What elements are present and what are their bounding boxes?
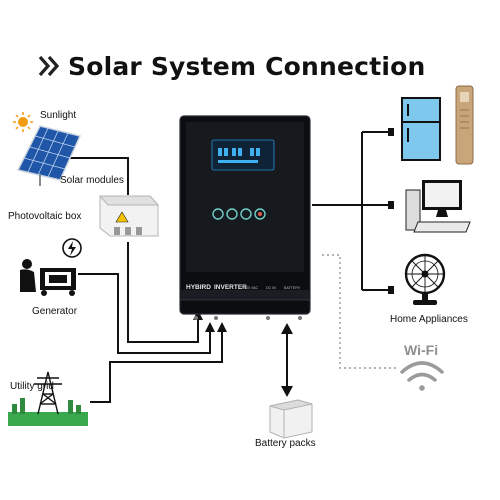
- label-wifi: Wi-Fi: [404, 342, 439, 358]
- label-generator: Generator: [32, 306, 78, 317]
- battery-icon: [269, 399, 313, 439]
- page-title: Solar System Connection: [68, 51, 426, 81]
- aircon-icon: [455, 85, 474, 165]
- line-pvbox-to-inverter: [127, 242, 199, 343]
- title-row: Solar System Connection: [22, 48, 425, 84]
- solar-panel-icon: [16, 125, 82, 186]
- inverter-badge: DC IN: [266, 286, 276, 290]
- computer-icon: [405, 180, 471, 233]
- generator-icon: [20, 238, 82, 296]
- label-utility-grid: Utility grid: [10, 381, 54, 392]
- label-photovoltaic-box: Photovoltaic box: [8, 211, 82, 222]
- inverter-badge: 400 VAC: [244, 286, 259, 290]
- arrow-head: [281, 323, 293, 334]
- inverter-brand-right: INVERTER: [214, 284, 247, 291]
- arrow-head: [281, 386, 293, 397]
- line-solar-to-pvbox: [70, 157, 129, 195]
- label-battery-packs: Battery packs: [255, 438, 316, 449]
- inverter-badge: BATTERY: [284, 286, 301, 290]
- fridge-icon: [401, 97, 441, 161]
- fan-icon: [404, 253, 446, 305]
- chevron-double-icon: [38, 55, 60, 77]
- plug-end: [388, 286, 394, 294]
- inverter-icon: [179, 115, 311, 320]
- line-grid-to-inverter: [90, 330, 223, 403]
- label-sunlight: Sunlight: [40, 110, 77, 121]
- connection-lines: [70, 131, 392, 403]
- wifi-icon: [400, 361, 444, 391]
- label-solar-modules: Solar modules: [60, 175, 124, 186]
- pv-box-icon: [98, 195, 160, 237]
- plug-end: [388, 128, 394, 136]
- utility-tower-icon: [8, 371, 88, 426]
- plug-end: [388, 201, 394, 209]
- line-generator-to-inverter: [78, 273, 211, 354]
- line-wifi-dotted: [322, 254, 398, 369]
- arrow-head: [205, 322, 215, 332]
- plug-ends: [388, 128, 394, 294]
- inverter-brand-left: HYBIRD: [186, 284, 211, 291]
- arrow-head: [217, 322, 227, 332]
- sun-icon: [13, 112, 33, 132]
- label-home-appliances: Home Appliances: [390, 314, 468, 325]
